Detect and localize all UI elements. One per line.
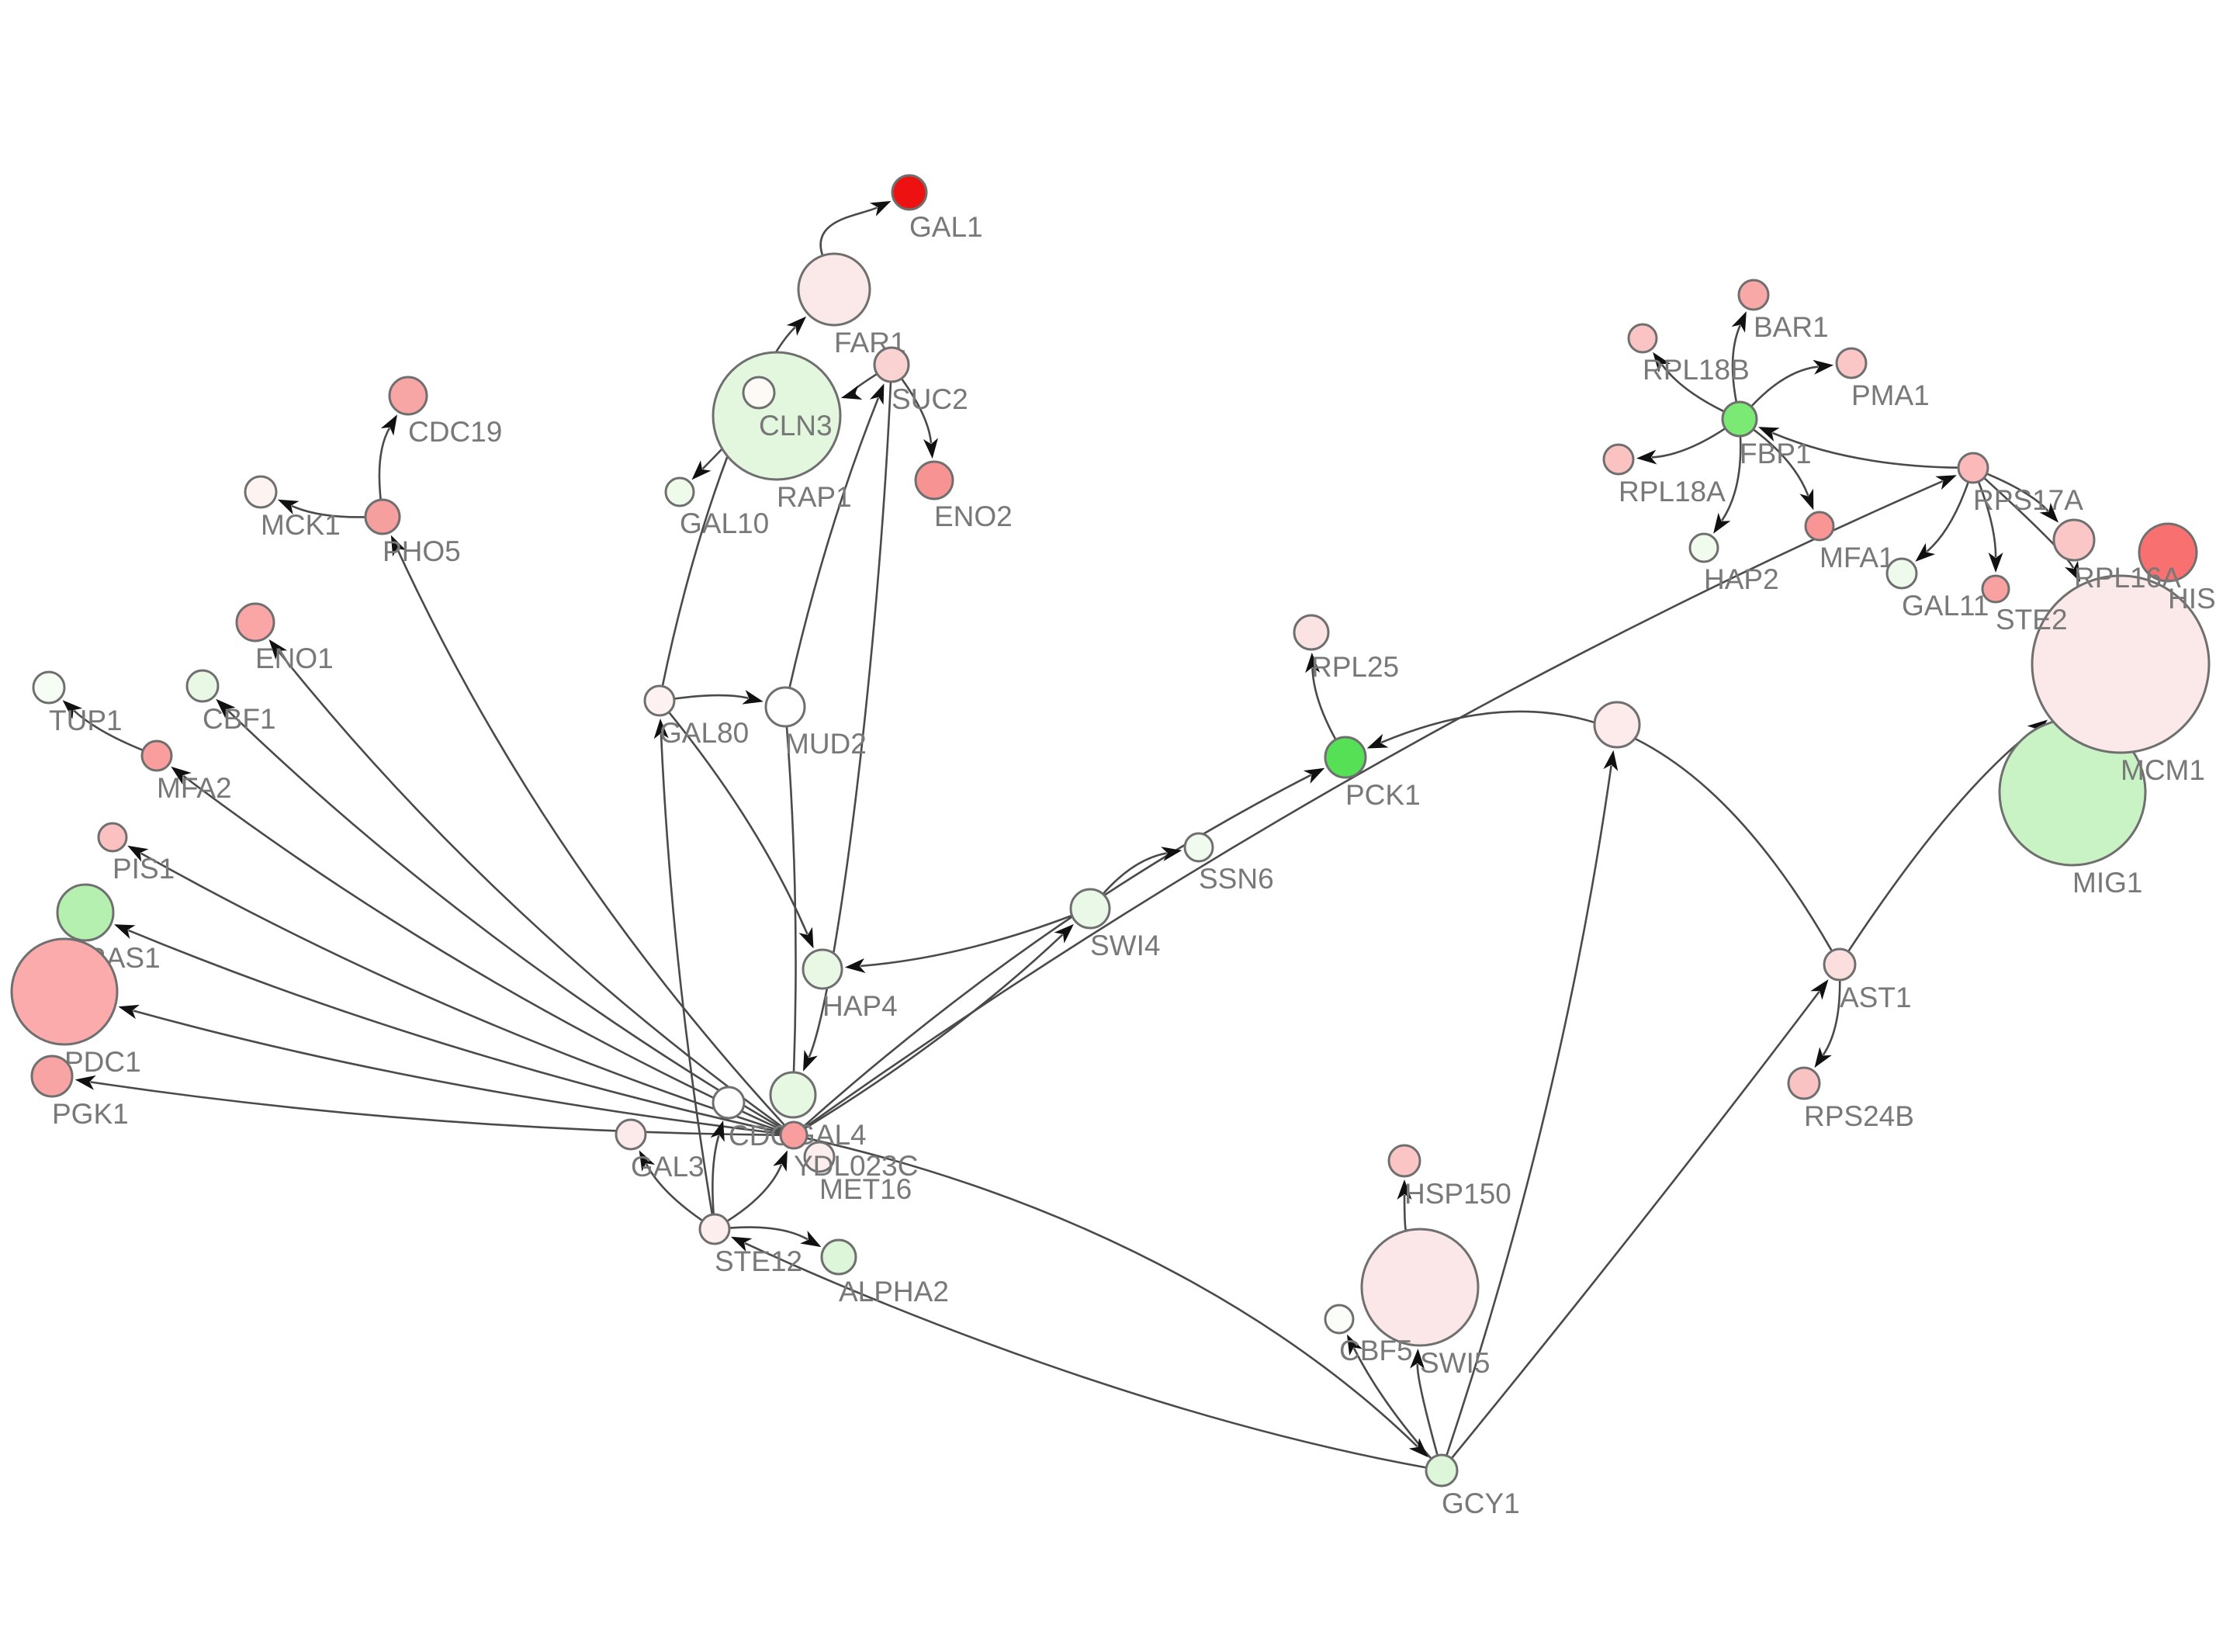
- svg-text:TUP1: TUP1: [49, 705, 123, 736]
- svg-text:HIS4: HIS4: [2168, 583, 2216, 615]
- svg-text:GAL11: GAL11: [1902, 590, 1989, 622]
- svg-text:SWI4: SWI4: [1090, 930, 1160, 961]
- svg-text:RPS17A: RPS17A: [1973, 484, 2083, 516]
- svg-text:MUD2: MUD2: [785, 728, 867, 760]
- svg-text:MCK1: MCK1: [261, 509, 341, 541]
- svg-text:PGK1: PGK1: [52, 1098, 129, 1130]
- svg-text:HAP2: HAP2: [1704, 563, 1779, 595]
- svg-text:PMA1: PMA1: [1851, 379, 1930, 411]
- svg-text:SUC2: SUC2: [892, 383, 968, 415]
- svg-text:RPS24B: RPS24B: [1804, 1100, 1914, 1132]
- svg-text:RPL18A: RPL18A: [1619, 476, 1726, 507]
- svg-text:HAP4: HAP4: [822, 990, 898, 1022]
- svg-text:ALPHA2: ALPHA2: [839, 1276, 949, 1307]
- svg-text:MET16: MET16: [819, 1173, 912, 1205]
- svg-text:YDL023C: YDL023C: [794, 1150, 918, 1182]
- svg-text:PCK1: PCK1: [1345, 779, 1421, 811]
- svg-text:SWI5: SWI5: [1420, 1347, 1490, 1379]
- svg-text:GAL80: GAL80: [660, 717, 749, 749]
- svg-text:FBP1: FBP1: [1740, 438, 1812, 469]
- svg-text:CLN3: CLN3: [759, 410, 833, 442]
- svg-text:CBF1: CBF1: [203, 703, 276, 735]
- svg-text:PIS1: PIS1: [113, 853, 175, 885]
- svg-text:GAL3: GAL3: [631, 1151, 705, 1183]
- svg-text:RAP1: RAP1: [777, 481, 852, 513]
- svg-text:STE2: STE2: [1996, 604, 2068, 636]
- svg-text:MFA2: MFA2: [157, 772, 232, 804]
- svg-text:GAL10: GAL10: [680, 507, 769, 539]
- svg-text:AST1: AST1: [1840, 982, 1912, 1013]
- svg-text:MFA1: MFA1: [1820, 542, 1895, 573]
- svg-text:CDC19: CDC19: [408, 416, 502, 448]
- svg-text:GCY1: GCY1: [1442, 1487, 1520, 1519]
- svg-text:BAR1: BAR1: [1754, 311, 1829, 343]
- svg-text:STE12: STE12: [715, 1245, 802, 1277]
- svg-text:MCM1: MCM1: [2121, 754, 2205, 786]
- svg-text:CBF5: CBF5: [1339, 1335, 1413, 1366]
- svg-text:SSN6: SSN6: [1199, 863, 1274, 895]
- svg-text:RPL25: RPL25: [1311, 651, 1399, 683]
- svg-text:ENO1: ENO1: [255, 642, 334, 674]
- svg-text:PDC1: PDC1: [64, 1046, 141, 1078]
- svg-text:PHO5: PHO5: [383, 535, 461, 567]
- svg-text:HSP150: HSP150: [1404, 1178, 1511, 1210]
- svg-text:ENO2: ENO2: [934, 500, 1013, 532]
- svg-text:MIG1: MIG1: [2072, 867, 2142, 899]
- svg-text:GAL1: GAL1: [909, 211, 983, 243]
- svg-text:RPL16A: RPL16A: [2074, 562, 2181, 594]
- svg-text:RPL18B: RPL18B: [1643, 354, 1750, 386]
